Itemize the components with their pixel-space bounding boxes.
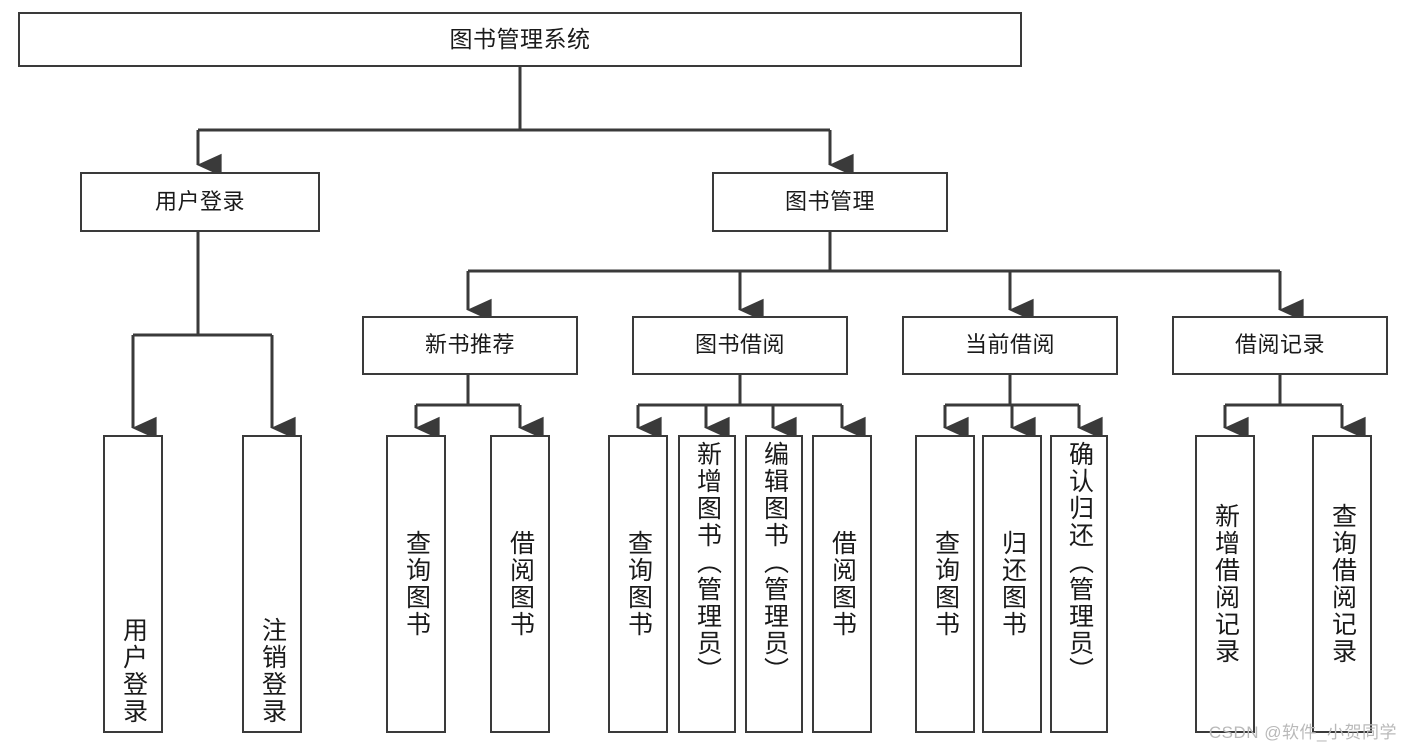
leaf-current-borrow-3-label: 确认归还（管理员） xyxy=(1065,441,1094,684)
leaf-book-borrow-1-label: 查询图书 xyxy=(624,530,653,638)
watermark: CSDN @软件_小贺同学 xyxy=(1208,723,1397,742)
leaf-book-borrow-3[interactable]: 编辑图书（管理员） xyxy=(745,435,803,733)
leaf-current-borrow-1-label: 查询图书 xyxy=(931,530,960,638)
node-new-book-recommend-label: 新书推荐 xyxy=(424,332,515,358)
leaf-book-borrow-4-label: 借阅图书 xyxy=(828,530,857,638)
node-user-login-label: 用户登录 xyxy=(154,188,245,214)
leaf-user-login-1[interactable]: 用户登录 xyxy=(103,435,163,733)
node-borrow-record-label: 借阅记录 xyxy=(1234,332,1325,358)
leaf-book-borrow-2-label: 新增图书（管理员） xyxy=(693,441,722,684)
node-user-login[interactable]: 用户登录 xyxy=(80,172,320,232)
leaf-book-borrow-4[interactable]: 借阅图书 xyxy=(812,435,872,733)
leaf-new-book-2-label: 借阅图书 xyxy=(506,530,535,638)
leaf-user-login-2[interactable]: 注销登录 xyxy=(242,435,302,733)
node-root-label: 图书管理系统 xyxy=(449,25,591,52)
leaf-new-book-1-label: 查询图书 xyxy=(402,530,431,638)
node-new-book-recommend[interactable]: 新书推荐 xyxy=(362,316,578,375)
leaf-user-login-1-label: 用户登录 xyxy=(119,617,148,725)
leaf-borrow-record-1-label: 新增借阅记录 xyxy=(1211,503,1240,665)
leaf-current-borrow-1[interactable]: 查询图书 xyxy=(915,435,975,733)
node-current-borrow[interactable]: 当前借阅 xyxy=(902,316,1118,375)
node-current-borrow-label: 当前借阅 xyxy=(964,332,1055,358)
leaf-book-borrow-1[interactable]: 查询图书 xyxy=(608,435,668,733)
leaf-new-book-1[interactable]: 查询图书 xyxy=(386,435,446,733)
node-root[interactable]: 图书管理系统 xyxy=(18,12,1022,67)
leaf-borrow-record-1[interactable]: 新增借阅记录 xyxy=(1195,435,1255,733)
leaf-borrow-record-2-label: 查询借阅记录 xyxy=(1328,503,1357,665)
node-borrow-record[interactable]: 借阅记录 xyxy=(1172,316,1388,375)
node-book-borrow-label: 图书借阅 xyxy=(694,332,785,358)
leaf-borrow-record-2[interactable]: 查询借阅记录 xyxy=(1312,435,1372,733)
leaf-book-borrow-2[interactable]: 新增图书（管理员） xyxy=(678,435,736,733)
node-book-management[interactable]: 图书管理 xyxy=(712,172,948,232)
node-book-management-label: 图书管理 xyxy=(784,188,875,214)
leaf-current-borrow-2-label: 归还图书 xyxy=(998,530,1027,638)
leaf-book-borrow-3-label: 编辑图书（管理员） xyxy=(760,441,789,684)
leaf-current-borrow-3[interactable]: 确认归还（管理员） xyxy=(1050,435,1108,733)
leaf-user-login-2-label: 注销登录 xyxy=(258,617,287,725)
leaf-current-borrow-2[interactable]: 归还图书 xyxy=(982,435,1042,733)
leaf-new-book-2[interactable]: 借阅图书 xyxy=(490,435,550,733)
node-book-borrow[interactable]: 图书借阅 xyxy=(632,316,848,375)
